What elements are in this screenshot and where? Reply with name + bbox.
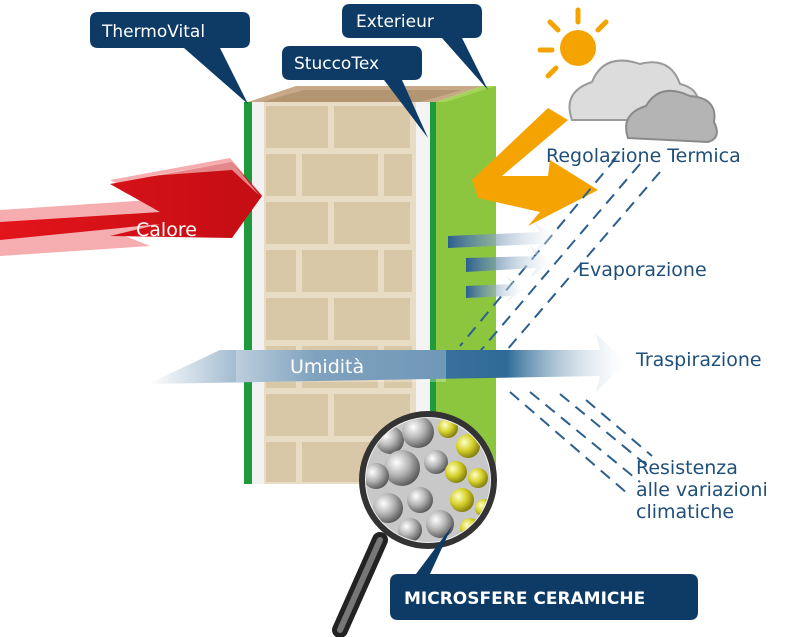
resistenza-label-line1: Resistenza (636, 457, 738, 479)
microsfere-label: MICROSFERE CERAMICHE (404, 589, 645, 609)
callout-thermovital: ThermoVital (90, 12, 250, 104)
brick-wall (264, 102, 416, 484)
resistenza-label-line3: climatiche (636, 501, 734, 523)
stuccotex-green-line (430, 102, 436, 484)
thermovital-layer (244, 102, 252, 484)
traspirazione-label: Traspirazione (635, 349, 762, 371)
stuccotex-layer (416, 102, 434, 484)
sun-icon (537, 7, 609, 79)
thermovital-label: ThermoVital (101, 22, 205, 42)
exterieur-label: Exterieur (356, 12, 434, 32)
callout-microsfere: MICROSFERE CERAMICHE (390, 526, 698, 620)
exterior-layer-side (436, 86, 496, 102)
cloud-icon (568, 59, 718, 144)
thermal-arrow (472, 108, 598, 226)
evaporation-arrows (448, 222, 556, 302)
heat-arrow (0, 158, 262, 256)
callout-stuccotex: StuccoTex (282, 46, 428, 138)
wall-top-shade (262, 90, 462, 102)
humidity-band (236, 350, 446, 382)
regolazione-label: Regolazione Termica (546, 145, 741, 167)
stuccotex-label: StuccoTex (294, 54, 379, 74)
calore-label: Calore (136, 219, 197, 241)
thermovital-white (252, 102, 264, 484)
resistenza-label-line2: alle variazioni (636, 479, 768, 501)
humidity-arrow (148, 334, 626, 392)
callout-exterieur: Exterieur (342, 4, 488, 90)
umidita-label: Umidità (290, 356, 364, 378)
dashed-lines (459, 157, 661, 495)
evaporazione-label: Evaporazione (578, 259, 707, 281)
